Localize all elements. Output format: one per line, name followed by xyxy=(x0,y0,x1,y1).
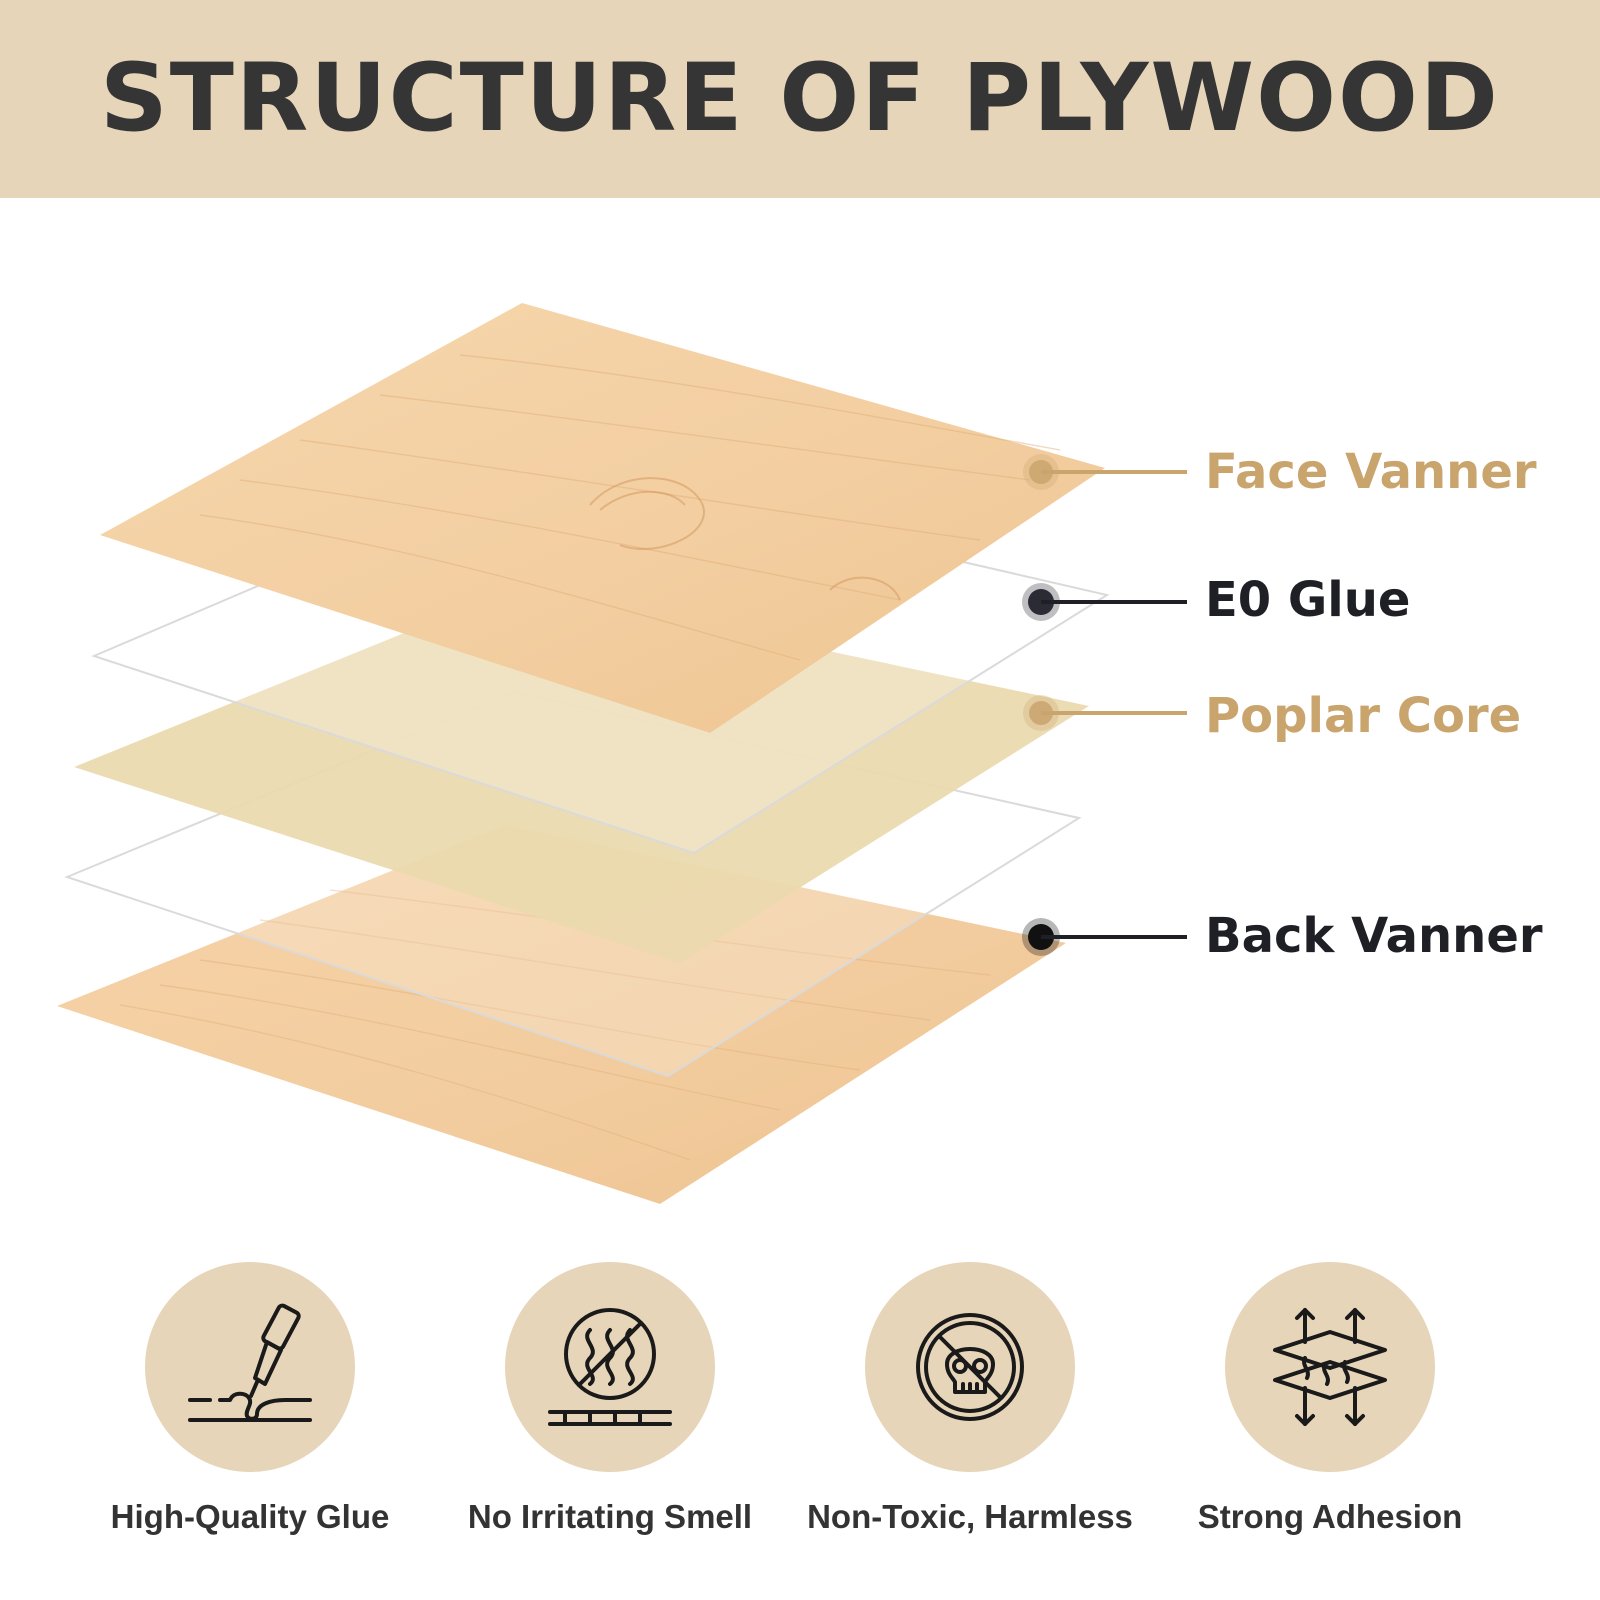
callout-core xyxy=(1023,695,1187,731)
label-poplar-core: Poplar Core xyxy=(1205,688,1522,744)
label-back-vanner: Back Vanner xyxy=(1205,908,1543,964)
plywood-layers-diagram xyxy=(57,303,1187,1204)
page-title: STRUCTURE OF PLYWOOD xyxy=(100,44,1500,153)
feature-circle xyxy=(1225,1262,1435,1472)
feature-non-toxic-harmless: Non-Toxic, Harmless xyxy=(790,1262,1150,1562)
feature-circle xyxy=(145,1262,355,1472)
no-toxic-skull-icon xyxy=(916,1313,1024,1421)
header-banner: STRUCTURE OF PLYWOOD xyxy=(0,0,1600,198)
label-e0-glue: E0 Glue xyxy=(1205,572,1411,628)
callout-glue xyxy=(1022,583,1187,621)
label-face-vanner: Face Vanner xyxy=(1205,444,1537,500)
feature-label: No Irritating Smell xyxy=(467,1498,753,1535)
feature-strong-adhesion: Strong Adhesion xyxy=(1150,1262,1510,1562)
feature-circle xyxy=(865,1262,1075,1472)
feature-no-irritating-smell: No Irritating Smell xyxy=(430,1262,790,1562)
poplar-core-sheet xyxy=(74,586,1089,963)
adhesion-arrows-icon xyxy=(1273,1308,1387,1426)
face-veneer-sheet xyxy=(100,303,1105,733)
feature-label: Strong Adhesion xyxy=(1197,1498,1463,1535)
feature-label: Non-Toxic, Harmless xyxy=(807,1498,1133,1535)
feature-label: High-Quality Glue xyxy=(110,1498,390,1535)
feature-high-quality-glue: High-Quality Glue xyxy=(70,1262,430,1562)
feature-circle xyxy=(505,1262,715,1472)
glue-tube-icon xyxy=(188,1303,312,1422)
callout-face xyxy=(1023,454,1187,490)
callout-back xyxy=(1022,918,1187,956)
no-smell-icon xyxy=(548,1308,672,1426)
back-veneer-sheet xyxy=(57,825,1066,1204)
